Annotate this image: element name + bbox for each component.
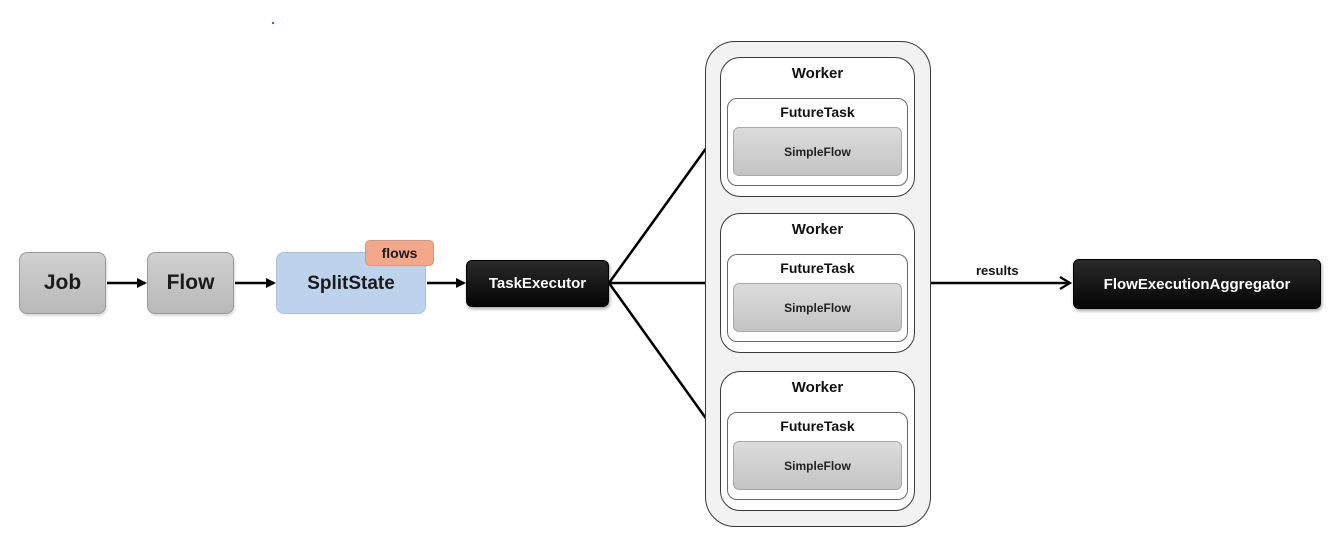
- worker-box: Worker FutureTask SimpleFlow: [720, 213, 915, 353]
- worker-box: Worker FutureTask SimpleFlow: [720, 371, 915, 511]
- job-node: Job: [19, 252, 106, 314]
- worker-box: Worker FutureTask SimpleFlow: [720, 57, 915, 197]
- worker-label: Worker: [791, 221, 844, 238]
- flow-node: Flow: [147, 252, 234, 314]
- simpleflow-box: SimpleFlow: [733, 441, 902, 490]
- simpleflow-label: SimpleFlow: [784, 300, 851, 315]
- simpleflow-box: SimpleFlow: [733, 283, 902, 332]
- worker-label: Worker: [791, 379, 844, 396]
- results-edge-label: results: [976, 263, 1019, 278]
- futuretask-box: FutureTask SimpleFlow: [727, 412, 908, 500]
- futuretask-label: FutureTask: [780, 260, 855, 276]
- futuretask-label: FutureTask: [780, 104, 855, 120]
- arrow-taskexecutor-to-worker-3: [607, 282, 722, 440]
- simpleflow-label: SimpleFlow: [784, 458, 851, 473]
- job-label: Job: [43, 271, 82, 294]
- arrow-taskexecutor-to-worker-1: [607, 127, 722, 284]
- flows-badge: flows: [365, 240, 434, 266]
- splitstate-node: SplitState: [276, 252, 426, 314]
- stray-dot: [272, 22, 274, 24]
- flow-label: Flow: [166, 271, 215, 294]
- splitstate-label: SplitState: [307, 273, 395, 294]
- simpleflow-label: SimpleFlow: [784, 144, 851, 159]
- futuretask-label: FutureTask: [780, 418, 855, 434]
- worker-label: Worker: [791, 65, 844, 82]
- flowexecutionaggregator-node: FlowExecutionAggregator: [1073, 259, 1321, 309]
- flows-badge-label: flows: [381, 245, 418, 261]
- taskexecutor-label: TaskExecutor: [488, 275, 587, 292]
- futuretask-box: FutureTask SimpleFlow: [727, 98, 908, 186]
- taskexecutor-node: TaskExecutor: [466, 260, 609, 307]
- futuretask-box: FutureTask SimpleFlow: [727, 254, 908, 342]
- simpleflow-box: SimpleFlow: [733, 127, 902, 176]
- flowexecutionaggregator-label: FlowExecutionAggregator: [1103, 275, 1291, 293]
